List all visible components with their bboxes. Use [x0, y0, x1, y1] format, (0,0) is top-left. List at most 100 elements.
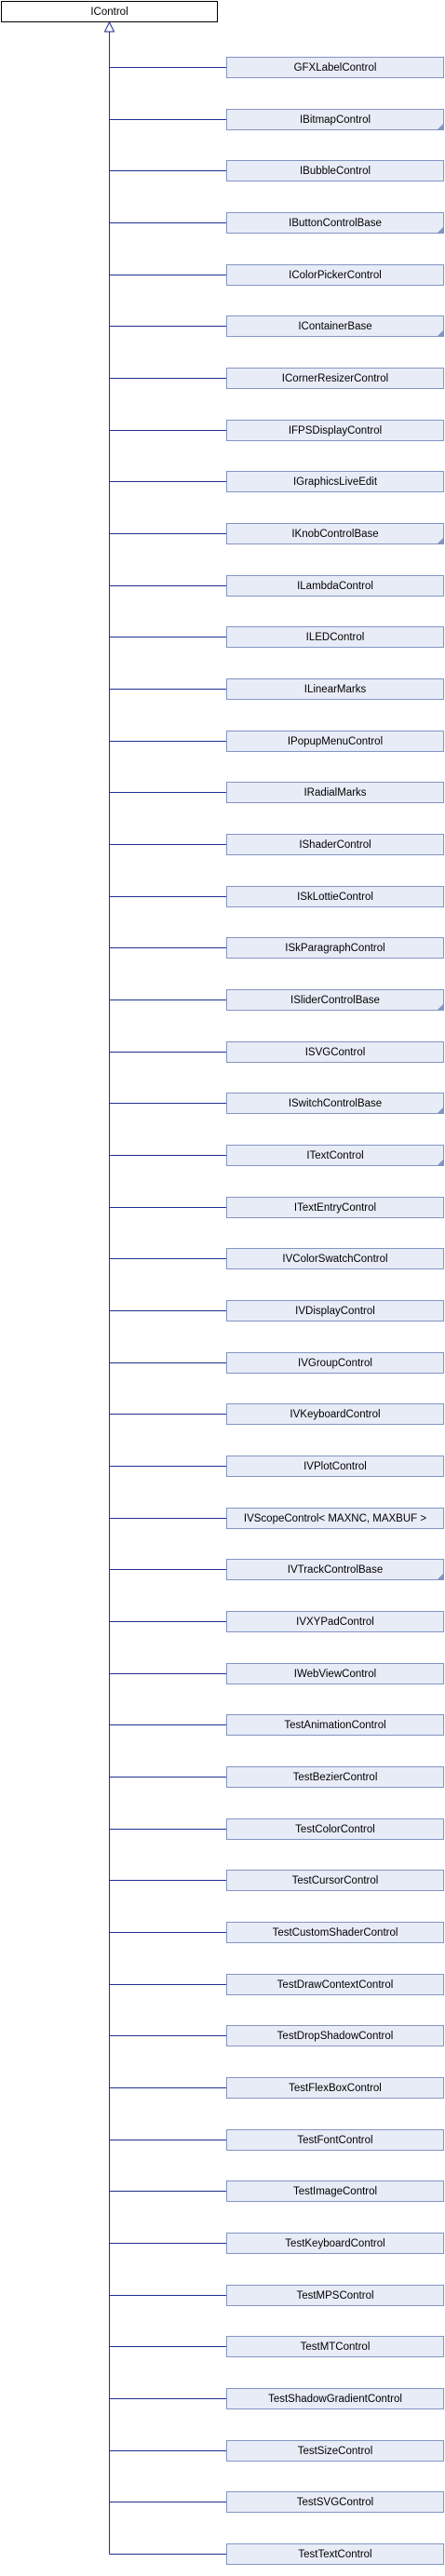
class-node-box — [226, 1714, 444, 1736]
class-node-label: TestFontControl — [297, 2135, 372, 2146]
class-node-ivscopecontrol-maxnc-maxbuf[interactable]: IVScopeControl< MAXNC, MAXBUF > — [226, 1508, 444, 1529]
class-node-ifpsdisplaycontrol[interactable]: IFPSDisplayControl — [226, 420, 444, 441]
class-node-testsvgcontrol[interactable]: TestSVGControl — [226, 2491, 444, 2513]
class-node-label: ILEDControl — [306, 632, 365, 643]
has-subclasses-corner-icon — [437, 123, 444, 130]
class-node-label: TestMPSControl — [296, 2290, 373, 2301]
class-node-box — [226, 1663, 444, 1684]
class-node-islidercontrolbase[interactable]: ISliderControlBase — [226, 989, 444, 1011]
class-node-ishadercontrol[interactable]: IShaderControl — [226, 834, 444, 855]
edges — [103, 20, 226, 2555]
class-node-iradialmarks[interactable]: IRadialMarks — [226, 782, 444, 803]
class-node-ibuttoncontrolbase[interactable]: IButtonControlBase — [226, 212, 444, 234]
class-node-label: IShaderControl — [299, 839, 371, 851]
class-node-ilinearmarks[interactable]: ILinearMarks — [226, 678, 444, 700]
class-node-itextcontrol[interactable]: ITextControl — [226, 1145, 444, 1166]
class-node-box — [226, 160, 444, 181]
class-node-ivcolorswatchcontrol[interactable]: IVColorSwatchControl — [226, 1248, 444, 1269]
class-node-igraphicsliveedit[interactable]: IGraphicsLiveEdit — [226, 471, 444, 492]
class-node-ibitmapcontrol[interactable]: IBitmapControl — [226, 109, 444, 130]
class-node-box — [226, 2129, 444, 2151]
class-node-box — [226, 2336, 444, 2357]
class-node-box — [226, 1922, 444, 1943]
class-node-box — [226, 1766, 444, 1788]
class-node-iwebviewcontrol[interactable]: IWebViewControl — [226, 1663, 444, 1684]
class-node-testmpscontrol[interactable]: TestMPSControl — [226, 2285, 444, 2306]
class-node-testsizecontrol[interactable]: TestSizeControl — [226, 2440, 444, 2462]
class-node-iknobcontrolbase[interactable]: IKnobControlBase — [226, 523, 444, 544]
class-node-testshadowgradientcontrol[interactable]: TestShadowGradientControl — [226, 2388, 444, 2409]
class-node-box — [226, 523, 444, 544]
class-node-box — [226, 989, 444, 1011]
class-node-label: ILinearMarks — [304, 684, 367, 695]
class-node-box — [226, 575, 444, 597]
class-node-box — [226, 212, 444, 234]
child-nodes: GFXLabelControlIBitmapControlIBubbleCont… — [226, 57, 444, 2565]
class-node-box — [226, 1559, 444, 1580]
class-node-isklottiecontrol[interactable]: ISkLottieControl — [226, 886, 444, 907]
class-node-label: ISliderControlBase — [290, 995, 380, 1006]
class-node-box — [226, 782, 444, 803]
class-node-ivtrackcontrolbase[interactable]: IVTrackControlBase — [226, 1559, 444, 1580]
class-node-ivdisplaycontrol[interactable]: IVDisplayControl — [226, 1300, 444, 1322]
class-node-box — [226, 264, 444, 286]
class-node-isvgcontrol[interactable]: ISVGControl — [226, 1041, 444, 1063]
class-node-testflexboxcontrol[interactable]: TestFlexBoxControl — [226, 2077, 444, 2099]
class-node-box — [226, 2233, 444, 2254]
class-node-ivplotcontrol[interactable]: IVPlotControl — [226, 1456, 444, 1477]
class-node-testcolorcontrol[interactable]: TestColorControl — [226, 1818, 444, 1840]
class-node-box — [226, 2077, 444, 2099]
class-node-iledcontrol[interactable]: ILEDControl — [226, 626, 444, 648]
class-node-box — [226, 834, 444, 855]
class-node-testdropshadowcontrol[interactable]: TestDropShadowControl — [226, 2025, 444, 2046]
inheritance-arrowhead — [103, 20, 115, 33]
class-node-gfxlabelcontrol[interactable]: GFXLabelControl — [226, 57, 444, 78]
class-node-label: IWebViewControl — [294, 1669, 376, 1680]
class-node-ilambdacontrol[interactable]: ILambdaControl — [226, 575, 444, 597]
class-node-box — [226, 2491, 444, 2513]
class-node-label: IVTrackControlBase — [288, 1564, 383, 1576]
class-node-box — [226, 1197, 444, 1218]
class-node-label: ISwitchControlBase — [289, 1098, 382, 1109]
class-node-label: TestImageControl — [293, 2186, 377, 2197]
class-node-testcursorcontrol[interactable]: TestCursorControl — [226, 1870, 444, 1891]
class-node-icontainerbase[interactable]: IContainerBase — [226, 315, 444, 337]
has-subclasses-corner-icon — [437, 1003, 444, 1011]
class-node-label: IVPlotControl — [303, 1461, 367, 1472]
class-node-label: IVKeyboardControl — [290, 1409, 380, 1420]
class-node-testfontcontrol[interactable]: TestFontControl — [226, 2129, 444, 2151]
class-node-iswitchcontrolbase[interactable]: ISwitchControlBase — [226, 1093, 444, 1114]
class-node-label: TestCursorControl — [292, 1875, 379, 1886]
root-node-box — [1, 1, 218, 22]
class-node-ivgroupcontrol[interactable]: IVGroupControl — [226, 1352, 444, 1374]
class-node-label: IContainerBase — [298, 321, 371, 332]
class-node-itextentrycontrol[interactable]: ITextEntryControl — [226, 1197, 444, 1218]
class-node-testdrawcontextcontrol[interactable]: TestDrawContextControl — [226, 1974, 444, 1995]
class-node-icolorpickercontrol[interactable]: IColorPickerControl — [226, 264, 444, 286]
class-node-testcustomshadercontrol[interactable]: TestCustomShaderControl — [226, 1922, 444, 1943]
class-node-testimagecontrol[interactable]: TestImageControl — [226, 2180, 444, 2202]
class-node-testtextcontrol[interactable]: TestTextControl — [226, 2543, 444, 2565]
class-node-label: TestFlexBoxControl — [289, 2083, 382, 2094]
class-node-testmtcontrol[interactable]: TestMTControl — [226, 2336, 444, 2357]
root-node-icontrol[interactable]: IControl — [1, 1, 218, 22]
class-node-testanimationcontrol[interactable]: TestAnimationControl — [226, 1714, 444, 1736]
class-node-label: IKnobControlBase — [291, 529, 378, 540]
class-node-box — [226, 2180, 444, 2202]
class-node-box — [226, 1145, 444, 1166]
class-node-label: TestDrawContextControl — [277, 1979, 394, 1991]
class-node-box — [226, 2543, 444, 2565]
has-subclasses-corner-icon — [437, 1107, 444, 1114]
class-node-label: TestBezierControl — [293, 1772, 378, 1783]
class-node-ibubblecontrol[interactable]: IBubbleControl — [226, 160, 444, 181]
class-node-label: TestSVGControl — [297, 2497, 373, 2508]
class-node-ipopupmenucontrol[interactable]: IPopupMenuControl — [226, 731, 444, 752]
class-node-icornerresizercontrol[interactable]: ICornerResizerControl — [226, 368, 444, 389]
class-node-testbeziercontrol[interactable]: TestBezierControl — [226, 1766, 444, 1788]
class-node-testkeyboardcontrol[interactable]: TestKeyboardControl — [226, 2233, 444, 2254]
class-node-iskparagraphcontrol[interactable]: ISkParagraphControl — [226, 937, 444, 959]
class-node-ivxypadcontrol[interactable]: IVXYPadControl — [226, 1611, 444, 1632]
class-node-label: TestSizeControl — [298, 2446, 373, 2457]
class-node-ivkeyboardcontrol[interactable]: IVKeyboardControl — [226, 1403, 444, 1425]
class-node-label: TestKeyboardControl — [285, 2238, 384, 2249]
